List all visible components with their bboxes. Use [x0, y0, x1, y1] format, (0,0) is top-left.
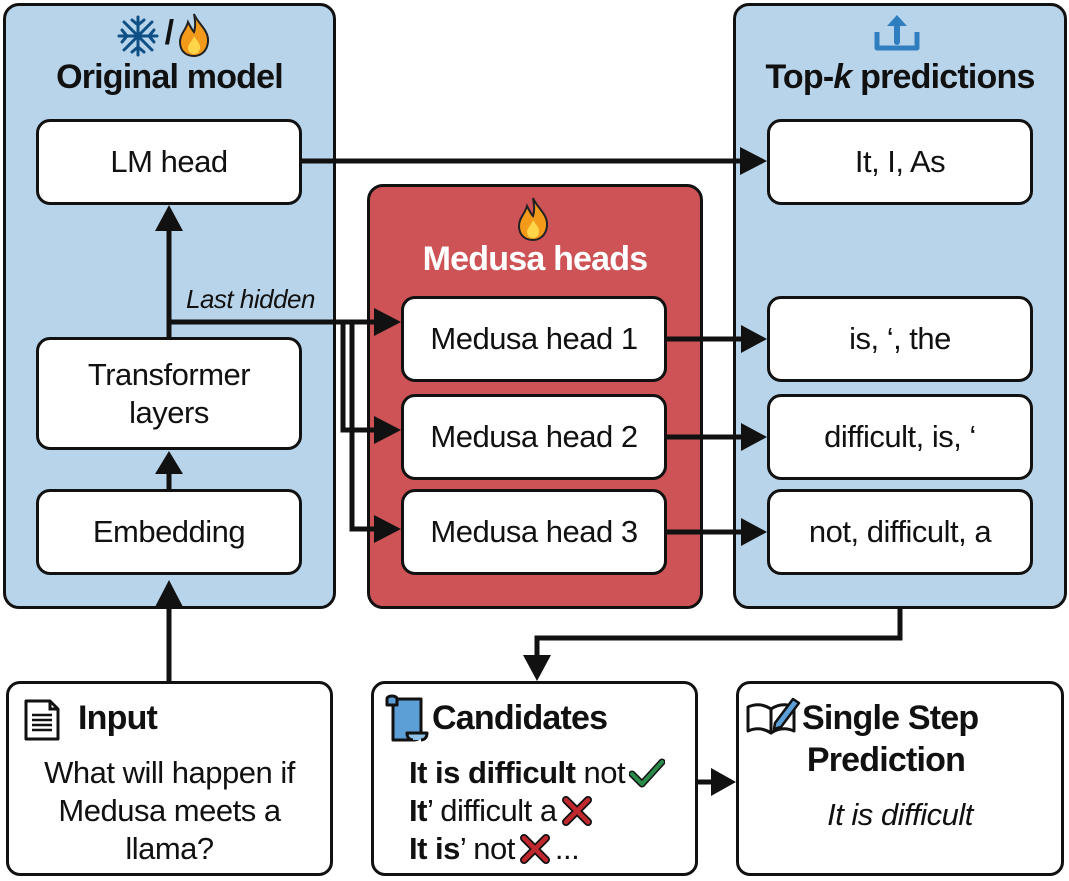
document-icon: [24, 699, 60, 741]
topk-title-prefix: Top-: [765, 58, 834, 96]
arrowhead: [523, 655, 551, 681]
medusa-head-3-box: Medusa head 3: [401, 489, 667, 575]
candidates-title: Candidates: [432, 699, 608, 737]
candidate-bold: It: [409, 793, 427, 828]
book-edit-icon: [746, 697, 801, 735]
cross-icon: [519, 834, 550, 864]
candidate-rest: ’ not: [459, 831, 515, 866]
input-title: Input: [78, 699, 158, 737]
check-icon: [629, 758, 666, 788]
candidate-bold: It is: [409, 831, 460, 866]
arrowhead: [374, 515, 401, 543]
single-step-title-line1: Single Step: [802, 699, 979, 737]
topk-row-2: is, ‘, the: [767, 296, 1033, 382]
candidate-bold: It is difficult: [409, 755, 576, 790]
branch-to-head-3: [349, 430, 376, 532]
topk-title: Top-k predictions: [733, 58, 1067, 97]
single-step-text: It is difficult: [827, 797, 973, 832]
arrowhead: [741, 423, 767, 451]
topk-row-3: difficult, is, ‘: [767, 394, 1033, 480]
arrowhead: [711, 768, 736, 796]
embedding-box: Embedding: [36, 489, 302, 575]
single-step-card: [736, 681, 1064, 876]
topk-row-4: not, difficult, a: [767, 489, 1033, 575]
candidate-line: It is’ not ...: [409, 830, 665, 868]
fire-icon: [178, 13, 210, 58]
input-card: [6, 681, 333, 876]
fire-icon: [517, 197, 549, 242]
candidate-rest: not: [575, 755, 626, 790]
cross-icon: [561, 796, 592, 826]
arrowhead: [374, 308, 401, 336]
lm-head-box: LM head: [36, 119, 302, 205]
candidate-rest: ’ difficult a: [426, 793, 557, 828]
arrowhead: [741, 518, 767, 546]
branch-to-head-2: [340, 322, 376, 433]
input-line: llama?: [125, 831, 214, 866]
topk-title-k: k: [833, 58, 852, 96]
medusa-head-1-box: Medusa head 1: [401, 296, 667, 382]
topk-row-1: It, I, As: [767, 119, 1033, 205]
candidate-line: It’ difficult a: [409, 792, 665, 830]
arrowhead: [155, 451, 183, 474]
arrowhead: [374, 416, 401, 444]
scroll-icon: [385, 694, 429, 742]
transformer-layers-box: Transformer layers: [36, 337, 302, 450]
input-line: Medusa meets a: [58, 793, 281, 828]
original-model-title: Original model: [56, 58, 284, 96]
input-line: What will happen if: [44, 755, 295, 790]
candidate-ellipsis: ...: [554, 831, 580, 866]
single-step-title-line2: Prediction: [806, 741, 966, 779]
arrowhead: [740, 147, 767, 175]
candidate-line: It is difficult not: [409, 754, 666, 792]
arrow-topk-to-candidates: [534, 609, 903, 657]
input-text: What will happen if Medusa meets a llama…: [6, 754, 333, 868]
upload-tray-icon: [874, 15, 920, 51]
arrowhead: [155, 580, 183, 607]
arrowhead: [741, 325, 767, 353]
candidates-list: It is difficult not It’ difficult a It i…: [409, 754, 666, 868]
last-hidden-label: Last hidden: [186, 284, 315, 314]
medusa-head-2-box: Medusa head 2: [401, 394, 667, 480]
arrowhead: [155, 205, 183, 231]
topk-title-suffix: predictions: [851, 58, 1035, 96]
medusa-heads-title: Medusa heads: [422, 240, 649, 278]
icon-separator: /: [164, 14, 174, 52]
snowflake-icon: [117, 15, 159, 57]
